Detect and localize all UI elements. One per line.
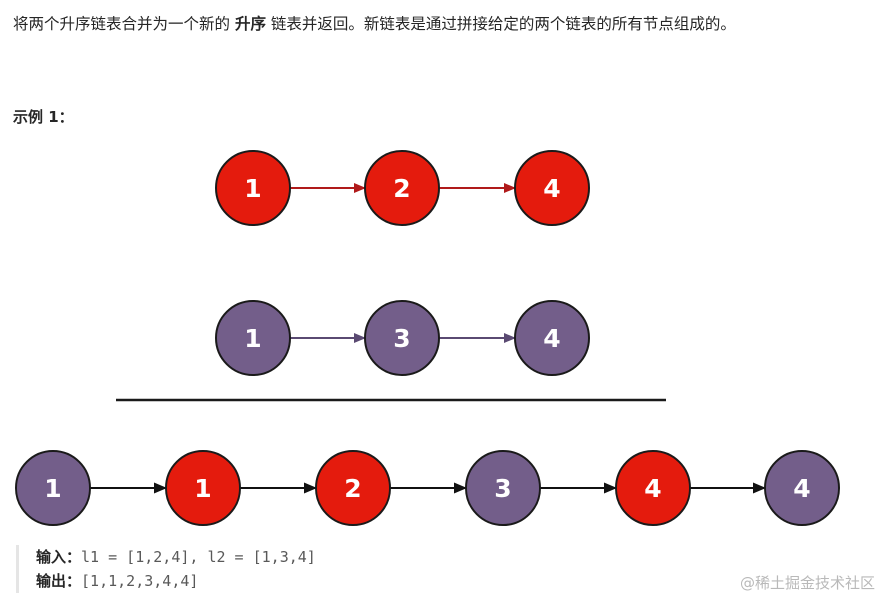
l2-node-value: 1 bbox=[244, 324, 261, 353]
l2-node: 3 bbox=[364, 300, 440, 376]
example-code-block: 输入：l1 = [1,2,4], l2 = [1,3,4] 输出：[1,1,2,… bbox=[16, 545, 316, 593]
example-title: 示例 1： bbox=[13, 108, 74, 126]
merged-node: 2 bbox=[315, 450, 391, 526]
l1-node: 1 bbox=[215, 150, 291, 226]
input-value: l1 = [1,2,4], l2 = [1,3,4] bbox=[81, 548, 316, 566]
merged-node: 4 bbox=[764, 450, 840, 526]
merged-node-circle bbox=[15, 450, 91, 526]
merged-node-circle bbox=[764, 450, 840, 526]
output-line: 输出：[1,1,2,3,4,4] bbox=[36, 569, 316, 593]
merged-node-value: 1 bbox=[194, 474, 211, 503]
l1-node-value: 4 bbox=[543, 174, 560, 203]
input-label: 输入： bbox=[36, 548, 82, 566]
l2-node-value: 4 bbox=[543, 324, 560, 353]
problem-description: 将两个升序链表合并为一个新的 升序 链表并返回。新链表是通过拼接给定的两个链表的… bbox=[13, 12, 736, 36]
linked-list-diagram: 1 2 4 1 3 4 1 1 2 3 4 4 bbox=[15, 150, 840, 526]
site-watermark: @稀土掘金技术社区 bbox=[739, 574, 875, 592]
merged-node-value: 1 bbox=[44, 474, 61, 503]
l1-node: 2 bbox=[364, 150, 440, 226]
merged-node-circle bbox=[615, 450, 691, 526]
output-label: 输出： bbox=[36, 572, 82, 590]
merged-node-circle bbox=[465, 450, 541, 526]
l2-node: 4 bbox=[514, 300, 590, 376]
l1-node-value: 1 bbox=[244, 174, 261, 203]
l1-node-circle bbox=[215, 150, 291, 226]
output-value: [1,1,2,3,4,4] bbox=[81, 572, 199, 590]
merged-node-value: 4 bbox=[793, 474, 810, 503]
merged-node: 3 bbox=[465, 450, 541, 526]
merged-node: 1 bbox=[15, 450, 91, 526]
l2-node-value: 3 bbox=[393, 324, 410, 353]
merged-node-value: 2 bbox=[344, 474, 361, 503]
l2-node: 1 bbox=[215, 300, 291, 376]
l2-node-circle bbox=[364, 300, 440, 376]
description-text-2: 链表并返回。新链表是通过拼接给定的两个链表的所有节点组成的。 bbox=[270, 15, 736, 33]
l1-node-value: 2 bbox=[393, 174, 410, 203]
merged-node-value: 3 bbox=[494, 474, 511, 503]
merged-node-value: 4 bbox=[644, 474, 661, 503]
merged-node: 1 bbox=[165, 450, 241, 526]
l1-node: 4 bbox=[514, 150, 590, 226]
merged-node-circle bbox=[165, 450, 241, 526]
input-line: 输入：l1 = [1,2,4], l2 = [1,3,4] bbox=[36, 545, 316, 569]
l2-node-circle bbox=[215, 300, 291, 376]
l1-node-circle bbox=[514, 150, 590, 226]
description-emphasis: 升序 bbox=[234, 15, 266, 33]
l2-node-circle bbox=[514, 300, 590, 376]
merged-node-circle bbox=[315, 450, 391, 526]
description-text-1: 将两个升序链表合并为一个新的 bbox=[13, 15, 231, 33]
merged-node: 4 bbox=[615, 450, 691, 526]
l1-node-circle bbox=[364, 150, 440, 226]
